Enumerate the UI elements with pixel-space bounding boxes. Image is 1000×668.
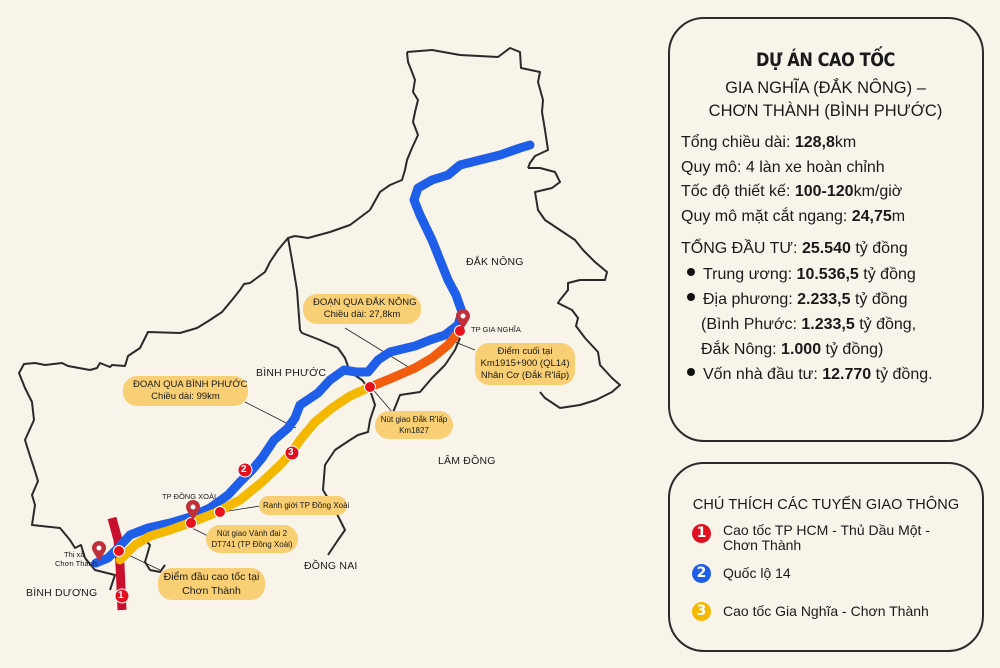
legend-title: CHÚ THÍCH CÁC TUYẾN GIAO THÔNG [692, 497, 960, 513]
info-speed: Tốc độ thiết kế: 100-120km/giờ [681, 183, 903, 200]
callout-nut-giao-dak-rlap: Nút giao Đắk R'lấp Km1827 [375, 411, 453, 439]
bullet-icon [687, 293, 695, 302]
info-investor-capital: Vốn nhà đầu tư: 12.770 tỷ đồng. [681, 362, 970, 387]
info-subtitle-line2: CHƠN THÀNH (BÌNH PHƯỚC) [708, 102, 943, 120]
route-1-badge-icon: 1 [692, 524, 711, 543]
region-dong-nai: ĐỒNG NAI [304, 560, 358, 572]
bullet-icon [687, 368, 695, 377]
place-chon-thanh: Chơn Thành [55, 559, 97, 568]
info-scale: Quy mô: 4 làn xe hoàn chỉnh [681, 158, 885, 176]
route-marker-1: 1 [118, 590, 124, 601]
region-binh-duong: BÌNH DƯƠNG [26, 587, 98, 599]
location-pins [92, 309, 470, 561]
place-thi-xa: Thị xã [64, 550, 85, 559]
legend-label: Quốc lộ 14 [723, 565, 791, 581]
callout-diem-cuoi: Điểm cuối tại Km1915+900 (QL14) Nhân Cơ … [475, 343, 575, 385]
info-subtitle-line1: GIA NGHĨA (ĐẮK NÔNG) – [725, 79, 926, 97]
place-tp-dong-xoai: TP ĐỒNG XOÀI [162, 492, 217, 501]
info-local-budget: Địa phương: 2.233,5 tỷ đồng [681, 287, 970, 312]
bullet-icon [687, 268, 695, 277]
junction-points [113, 325, 466, 557]
legend-item-route-3: 3 Cao tốc Gia Nghĩa - Chơn Thành [682, 601, 970, 621]
info-title: DỰ ÁN CAO TỐC [756, 49, 895, 71]
info-cross-section: Quy mô mặt cắt ngang: 24,75m [681, 207, 906, 225]
region-lam-dong: LÂM ĐỒNG [438, 455, 496, 467]
route-2-line [91, 140, 535, 568]
route-3-line [115, 382, 375, 565]
dak-nong-segment [365, 325, 465, 392]
project-info-panel: DỰ ÁN CAO TỐC GIA NGHĨA (ĐẮK NÔNG) – CHƠ… [668, 17, 984, 442]
legend-label: Cao tốc Gia Nghĩa - Chơn Thành [723, 603, 929, 619]
info-dak-nong-share: Đắk Nông: 1.000 tỷ đồng) [701, 340, 884, 358]
legend-label: Cao tốc TP HCM - Thủ Dầu Một - Chơn Thàn… [723, 522, 930, 553]
map-svg [18, 47, 621, 611]
callout-doan-binh-phuoc: ĐOẠN QUA BÌNH PHƯỚC Chiều dài: 99km [123, 376, 248, 406]
route-map: 1 2 3 ĐẮK NÔNG BÌNH PHƯỚC LÂM ĐỒNG ĐỒNG … [18, 47, 621, 611]
info-central-budget: Trung ương: 10.536,5 tỷ đồng [681, 262, 970, 287]
region-dak-nong: ĐẮK NÔNG [466, 256, 524, 268]
info-length: Tổng chiều dài: 128,8km [681, 134, 857, 151]
route-2-badge-icon: 2 [692, 564, 711, 583]
place-tp-gia-nghia: TP GIA NGHĨA [471, 325, 521, 334]
legend-item-route-2: 2 Quốc lộ 14 [682, 563, 970, 583]
route-marker-2: 2 [241, 464, 247, 475]
region-binh-phuoc: BÌNH PHƯỚC [256, 367, 327, 379]
legend-item-route-1: 1 Cao tốc TP HCM - Thủ Dầu Một - Chơn Th… [682, 523, 970, 553]
callout-nut-giao-vanh-dai: Nút giao Vành đai 2 DT741 (TP Đồng Xoài) [206, 525, 298, 553]
info-binh-phuoc-share: (Bình Phước: 1.233,5 tỷ đồng, [701, 315, 917, 333]
legend-panel: CHÚ THÍCH CÁC TUYẾN GIAO THÔNG 1 Cao tốc… [668, 462, 984, 652]
route-marker-3: 3 [288, 447, 294, 458]
callout-ranh-gioi: Ranh giới TP Đồng Xoài [259, 496, 349, 515]
callout-doan-dak-nong: ĐOẠN QUA ĐẮK NÔNG Chiều dài: 27,8km [303, 294, 421, 324]
route-3-badge-icon: 3 [692, 602, 711, 621]
route-number-markers [114, 445, 300, 604]
province-borders [18, 47, 621, 591]
info-total-investment: TỔNG ĐẦU TƯ: 25.540 tỷ đồng [681, 240, 908, 257]
callout-diem-dau: Điểm đầu cao tốc tại Chơn Thành [158, 568, 265, 600]
